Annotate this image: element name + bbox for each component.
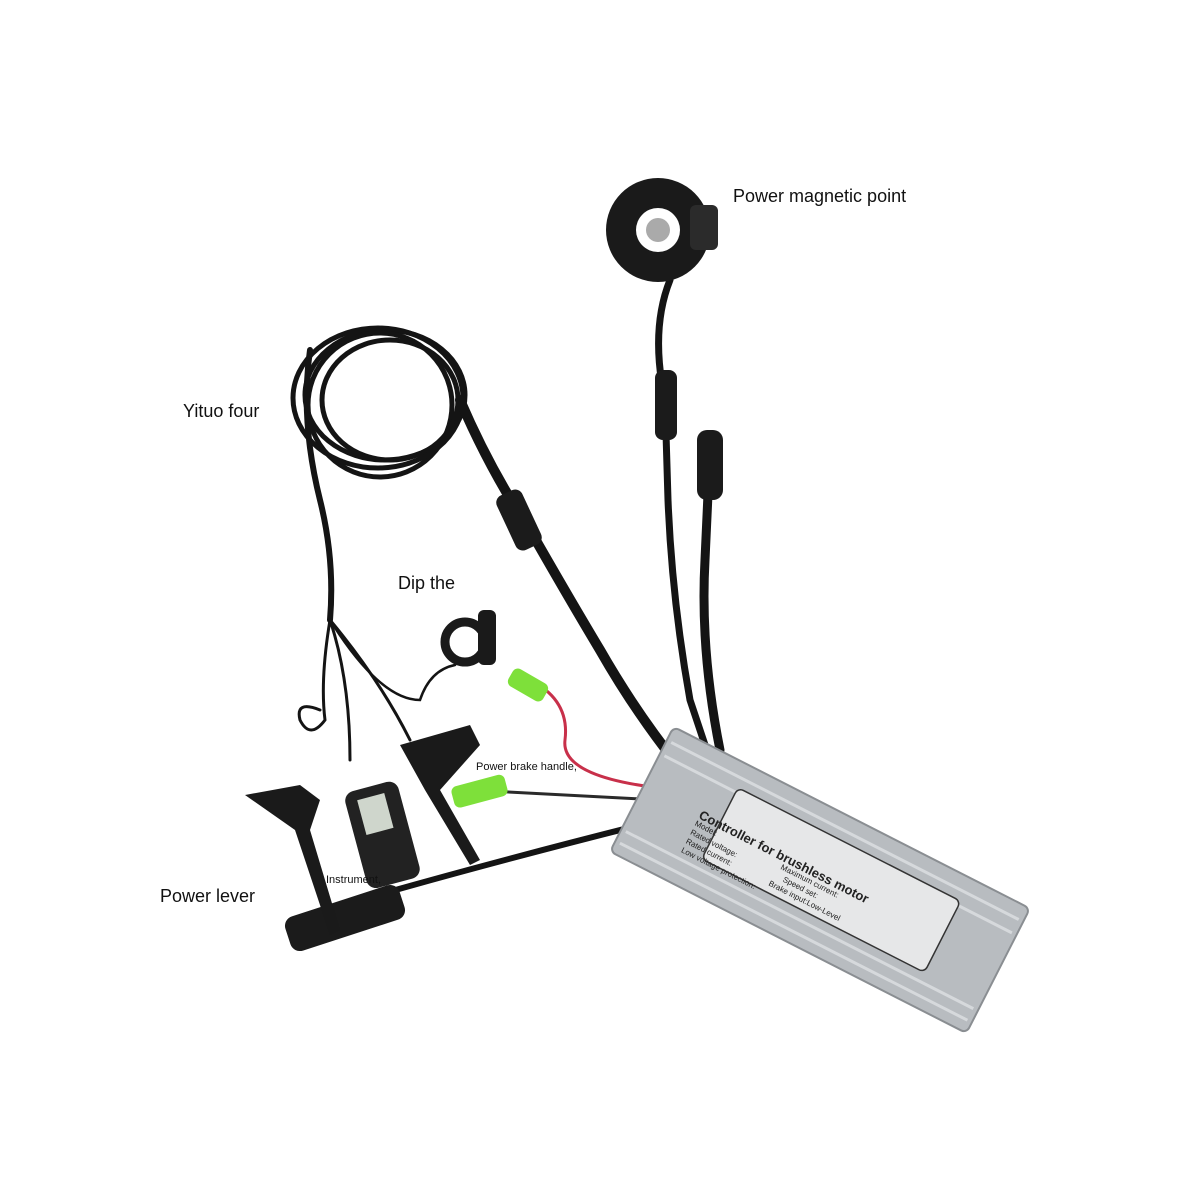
green-connector: [507, 668, 549, 702]
power-lever-connector: [284, 884, 406, 952]
connector: [697, 430, 723, 500]
pas-cable: [655, 276, 714, 764]
brake-branch-1: [297, 618, 332, 732]
red-wire: [529, 678, 681, 792]
brake-lever-right: [400, 725, 480, 865]
harness-cable: [303, 347, 335, 623]
connector: [496, 489, 542, 551]
label-thumb-throttle: Dip the: [398, 573, 456, 593]
green-connector: [451, 774, 508, 808]
main-cable: [455, 395, 695, 785]
label-display: Instrument,: [326, 874, 382, 886]
brake-lever-left: [245, 785, 340, 935]
brake-branch-3: [328, 618, 412, 742]
label-pas-sensor: Power magnetic point: [733, 186, 907, 206]
brake-branch-2: [328, 618, 352, 762]
label-brake-handle: Power brake handle,: [476, 761, 577, 773]
extra-cable: [699, 445, 725, 755]
label-power-lever: Power lever: [160, 886, 256, 906]
coiled-cable: [290, 325, 468, 480]
label-cable-harness: Yituo four: [183, 401, 260, 421]
controller-box: [611, 727, 1029, 1033]
connector: [655, 370, 677, 440]
lcd-display: [345, 781, 420, 889]
thumb-throttle: [440, 610, 496, 667]
pas-sensor-disc: [606, 178, 718, 282]
throttle-branch: [328, 618, 457, 702]
